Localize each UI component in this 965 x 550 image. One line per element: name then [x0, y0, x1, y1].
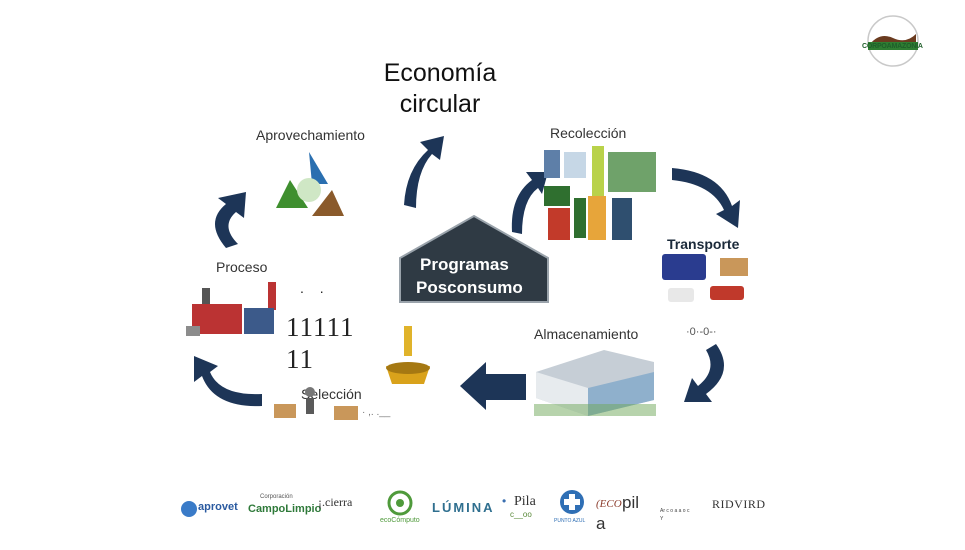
transport-vehicles-image: [660, 250, 752, 308]
aprovet-logo: aprovet: [180, 497, 238, 521]
selection-marks: · ,. .__: [362, 407, 391, 418]
campolimpio-logo-text: CampoLimpio: [248, 503, 322, 515]
stage-label-recoleccion: Recolección: [550, 125, 627, 141]
pila-logo-text: Pila: [514, 494, 536, 509]
sorting-workers-image: [272, 382, 364, 422]
ridvird-logo-text: RIDVIRD: [712, 497, 766, 511]
badge-line-1: Programas: [420, 255, 509, 274]
warehouse-image: [534, 342, 656, 416]
arrow-icon: [684, 344, 724, 402]
ecopila-prefix: (ECO: [596, 498, 622, 510]
title-line-2: circular: [399, 90, 481, 118]
small-marks: Ar c o a a o c: [660, 508, 690, 514]
digits-line-1: 11111: [286, 312, 355, 342]
arrow-icon: [460, 362, 526, 410]
small-mark-2: Y: [660, 516, 664, 522]
arrow-icon: [215, 192, 246, 248]
factory-image: [182, 278, 282, 340]
arrow-icon: [404, 136, 444, 208]
ecopila-a: a: [596, 514, 606, 533]
proceso-dots: . .: [300, 280, 330, 296]
collection-products-image: [540, 146, 660, 244]
digits-line-2: 11: [286, 344, 314, 374]
ecopila-suffix: pil: [622, 493, 640, 512]
storage-marks: ·0·-0-·: [686, 326, 717, 338]
arrow-icon: [194, 356, 262, 407]
lumina-logo-text: LÚMINA: [432, 500, 495, 515]
badge-line-2: Posconsumo: [416, 278, 523, 297]
posconsumo-badge: Programas Posconsumo: [398, 214, 550, 304]
ecocomputo-logo: ecoCómputo: [380, 490, 420, 528]
sorting-magnet-image: [380, 326, 436, 388]
stage-label-aprovechamiento: Aprovechamiento: [256, 127, 365, 143]
campolimpio-logo-top: Corporación: [260, 494, 293, 500]
pila-bullet: •: [502, 494, 507, 508]
arrow-icon: [672, 168, 740, 228]
stage-label-proceso: Proceso: [216, 259, 268, 275]
punto-azul-logo-text: PUNTO AZUL: [554, 518, 586, 524]
stage-label-transporte: Transporte: [667, 236, 740, 252]
aprovet-logo-text: aprovet: [198, 501, 238, 513]
arrow-icon: [511, 172, 548, 234]
cierra-logo-text: ¡.cierra: [318, 495, 353, 509]
corpoamazonia-logo-text: CORPOAMAZONIA: [862, 43, 923, 50]
corpoamazonia-logo: CORPOAMAZONIA: [860, 14, 926, 68]
recycle-icon: [268, 146, 350, 228]
campolimpio-logo: Corporación CampoLimpio: [246, 494, 321, 522]
stage-label-almacenamiento: Almacenamiento: [534, 326, 639, 342]
ecocomputo-logo-text: ecoCómputo: [380, 517, 420, 524]
diagram-title: Economía circular: [330, 58, 550, 120]
pila-logo-sub: c__oo: [510, 510, 532, 519]
punto-azul-logo: PUNTO AZUL: [554, 488, 590, 534]
title-line-1: Economía: [383, 59, 497, 87]
stage-label-seleccion: Selección: [301, 386, 362, 402]
